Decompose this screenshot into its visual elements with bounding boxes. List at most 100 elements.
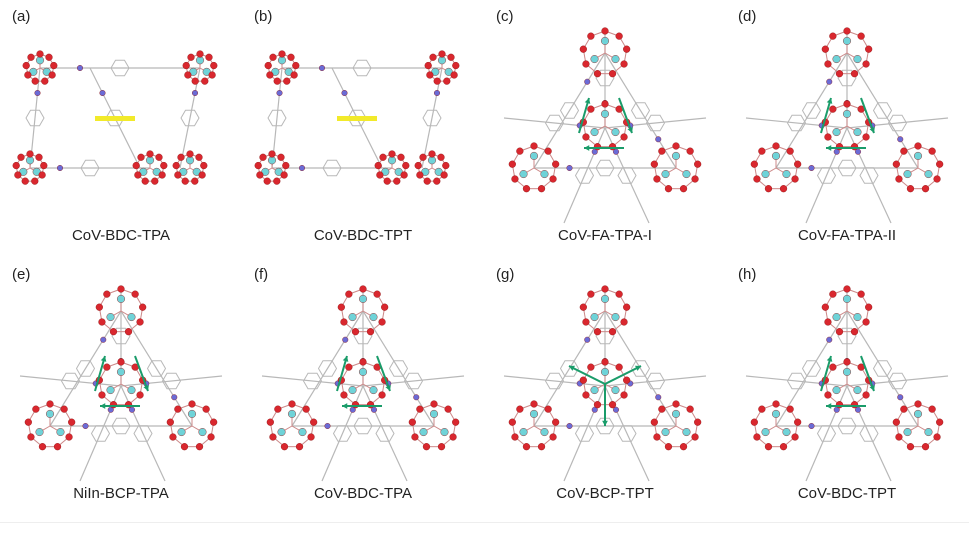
oxygen-atom xyxy=(172,161,180,170)
oxygen-atom xyxy=(269,53,277,61)
linker-bond xyxy=(745,117,848,129)
oxygen-atom xyxy=(835,401,844,409)
oxygen-atom xyxy=(269,433,277,441)
metal-atom xyxy=(36,56,45,65)
oxygen-atom xyxy=(310,418,318,426)
metal-atom xyxy=(519,170,528,179)
metal-cluster xyxy=(337,285,389,336)
oxygen-atom xyxy=(180,443,189,451)
oxygen-atom xyxy=(38,443,47,451)
aromatic-ring xyxy=(353,417,373,435)
oxygen-atom xyxy=(437,153,445,161)
metal-atom xyxy=(268,156,277,165)
oxygen-atom xyxy=(579,376,587,384)
metal-atom xyxy=(761,170,770,179)
oxygen-atom xyxy=(579,303,587,311)
oxygen-atom xyxy=(366,328,375,336)
oxygen-atom xyxy=(186,150,194,158)
oxygen-atom xyxy=(117,285,125,293)
metal-cluster xyxy=(750,400,802,451)
metal-atom xyxy=(600,109,609,118)
metal-atom xyxy=(832,313,841,322)
oxygen-atom xyxy=(615,32,623,40)
oxygen-atom xyxy=(381,303,389,311)
panel-caption: CoV-BDC-TPT xyxy=(313,227,413,244)
oxygen-atom xyxy=(443,77,451,85)
nitrogen-atom xyxy=(897,136,904,143)
linker-bond xyxy=(846,385,892,482)
panel-caption: CoV-BDC-TPA xyxy=(313,485,413,502)
oxygen-atom xyxy=(579,45,587,53)
panel-a: (a)CoV-BDC-TPA xyxy=(0,0,242,260)
aromatic-ring xyxy=(60,372,81,390)
metal-cluster xyxy=(508,400,560,451)
oxygen-atom xyxy=(900,405,908,413)
oxygen-atom xyxy=(862,318,870,326)
spin-arrow xyxy=(336,355,348,392)
oxygen-atom xyxy=(191,177,199,185)
metal-atom xyxy=(682,170,691,179)
metal-atom xyxy=(278,56,287,65)
metal-atom xyxy=(842,36,851,45)
oxygen-atom xyxy=(124,401,133,409)
oxygen-atom xyxy=(914,142,922,150)
panel-g: (g)CoV-BCP-TPT xyxy=(484,258,726,518)
oxygen-atom xyxy=(511,175,519,183)
oxygen-atom xyxy=(537,185,546,193)
oxygen-atom xyxy=(50,61,58,70)
oxygen-atom xyxy=(27,53,35,61)
linker-bond xyxy=(362,375,465,387)
aromatic-ring xyxy=(180,109,200,127)
oxygen-atom xyxy=(288,400,296,408)
aromatic-ring xyxy=(617,167,637,184)
metal-atom xyxy=(761,428,770,437)
aromatic-ring xyxy=(837,417,857,435)
nitrogen-atom xyxy=(82,422,89,429)
metal-cluster xyxy=(182,50,218,85)
linker-bond xyxy=(79,385,122,482)
metal-atom xyxy=(419,428,428,437)
metal-atom xyxy=(832,55,841,64)
oxygen-atom xyxy=(273,177,281,185)
oxygen-atom xyxy=(98,318,106,326)
oxygen-atom xyxy=(188,400,196,408)
oxygen-atom xyxy=(672,400,680,408)
oxygen-atom xyxy=(620,133,628,141)
oxygen-atom xyxy=(750,160,758,168)
oxygen-atom xyxy=(158,171,166,179)
oxygen-atom xyxy=(549,175,557,183)
nitrogen-atom xyxy=(276,89,283,96)
metal-atom xyxy=(187,409,196,418)
oxygen-atom xyxy=(444,405,452,413)
spin-arrow xyxy=(618,97,633,134)
oxygen-atom xyxy=(181,177,189,185)
oxygen-atom xyxy=(537,443,546,451)
metal-atom xyxy=(288,409,297,418)
oxygen-atom xyxy=(829,105,837,113)
molecular-structure xyxy=(745,27,949,224)
oxygen-atom xyxy=(824,60,832,68)
metal-atom xyxy=(853,128,862,137)
oxygen-atom xyxy=(109,328,118,336)
oxygen-atom xyxy=(914,400,922,408)
oxygen-atom xyxy=(41,77,49,85)
oxygen-atom xyxy=(862,133,870,141)
oxygen-atom xyxy=(608,143,617,151)
oxygen-atom xyxy=(522,443,531,451)
nitrogen-atom xyxy=(299,164,306,171)
metal-atom xyxy=(56,428,65,437)
metal-atom xyxy=(387,156,396,165)
metal-cluster xyxy=(172,150,208,185)
oxygen-atom xyxy=(295,443,304,451)
oxygen-atom xyxy=(906,185,915,193)
oxygen-atom xyxy=(895,175,903,183)
oxygen-atom xyxy=(442,161,450,170)
aromatic-ring xyxy=(110,59,130,77)
oxygen-atom xyxy=(601,27,609,35)
oxygen-atom xyxy=(38,171,46,179)
oxygen-atom xyxy=(936,418,944,426)
metal-atom xyxy=(924,170,933,179)
oxygen-atom xyxy=(623,45,631,53)
aromatic-ring xyxy=(816,425,837,442)
metal-atom xyxy=(429,409,438,418)
